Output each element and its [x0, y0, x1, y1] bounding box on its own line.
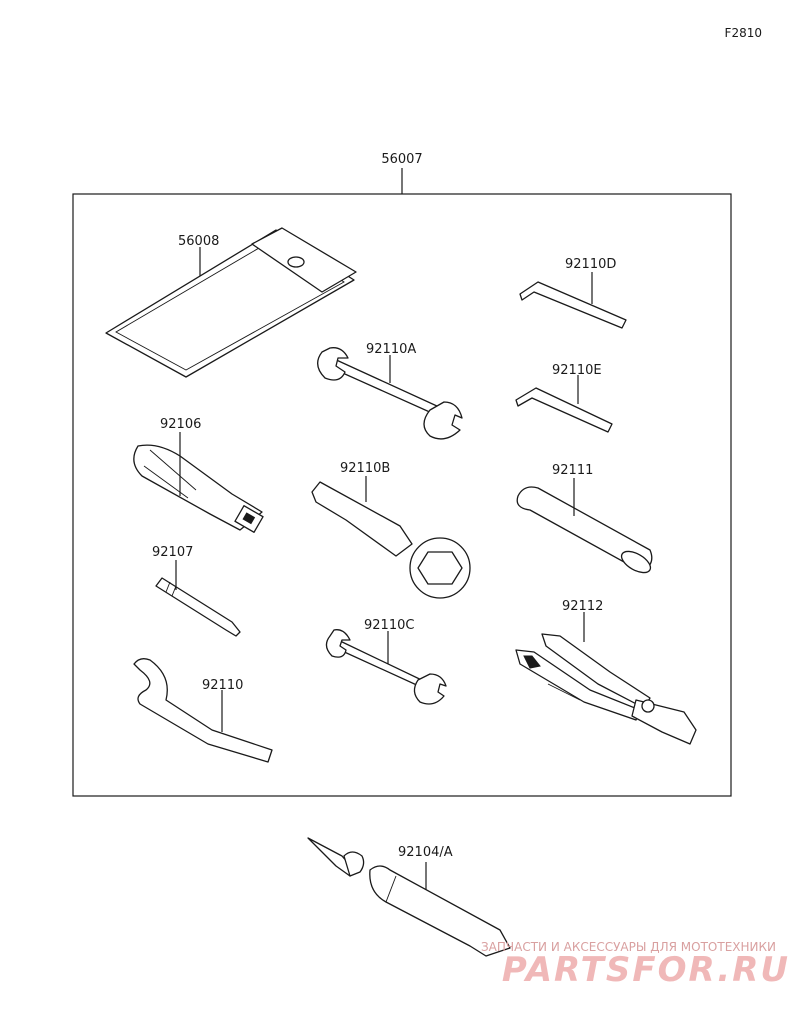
hook-spanner-part-label[interactable]: 92110: [202, 678, 243, 693]
hex-key-d[interactable]: [519, 272, 627, 329]
watermark-brand: PARTSFOR.RU: [502, 950, 790, 990]
extension-tube[interactable]: [516, 478, 654, 577]
pliers-part-label[interactable]: 92112: [562, 599, 603, 614]
watermark-subtitle: ЗАПЧАСТИ И АКСЕССУАРЫ ДЛЯ МОТОТЕХНИКИ: [481, 940, 776, 954]
screwdriver-handle[interactable]: [133, 432, 264, 533]
pouch-part-label[interactable]: 56008: [178, 234, 219, 249]
repair-kit-part-label[interactable]: 92104/A: [398, 845, 453, 860]
wrench-c-part-label[interactable]: 92110C: [364, 618, 414, 633]
pliers[interactable]: [515, 612, 697, 745]
extension-part-label[interactable]: 92111: [552, 463, 593, 478]
open-end-wrench-a[interactable]: [317, 347, 463, 440]
screwdriver-bit[interactable]: [155, 560, 241, 637]
tool-pouch[interactable]: [105, 227, 357, 378]
repair-kit-tube[interactable]: [307, 837, 511, 957]
hex-e-part-label[interactable]: 92110E: [552, 363, 602, 378]
hex-key-e[interactable]: [515, 375, 613, 433]
figure-id: F2810: [725, 26, 762, 40]
wrench-b-part-label[interactable]: 92110B: [340, 461, 390, 476]
kit-part-label[interactable]: 56007: [381, 152, 422, 167]
ring-spanner-b[interactable]: [311, 476, 471, 599]
handle-part-label[interactable]: 92106: [160, 417, 201, 432]
wrench-a-part-label[interactable]: 92110A: [366, 342, 416, 357]
hook-spanner[interactable]: [133, 658, 273, 763]
tool-kit-frame: [72, 193, 732, 797]
bit-part-label[interactable]: 92107: [152, 545, 193, 560]
hex-d-part-label[interactable]: 92110D: [565, 257, 616, 272]
open-end-wrench-c[interactable]: [325, 629, 447, 705]
